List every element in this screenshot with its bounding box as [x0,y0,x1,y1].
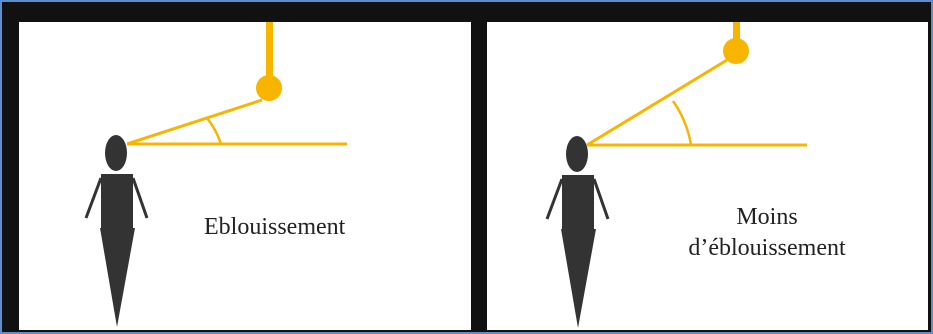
person-icon [547,136,608,328]
person-icon [86,135,147,327]
light-ray [127,100,262,144]
ceiling-lamp-icon [723,22,749,64]
panel-less-glare-drawing [487,22,928,330]
ceiling-lamp-icon [256,22,282,101]
panel-less-glare: Moins d’éblouissement [487,22,928,330]
caption-less-glare: Moins d’éblouissement [662,202,872,264]
caption-glare: Eblouissement [204,212,345,243]
panel-glare-drawing [19,22,471,330]
caption-less-glare-line2: d’éblouissement [662,233,872,264]
angle-arc-icon [207,118,221,144]
caption-less-glare-line1: Moins [662,202,872,233]
light-ray [587,60,727,145]
angle-arc-icon [673,101,691,145]
panel-glare: Eblouissement [19,22,471,330]
